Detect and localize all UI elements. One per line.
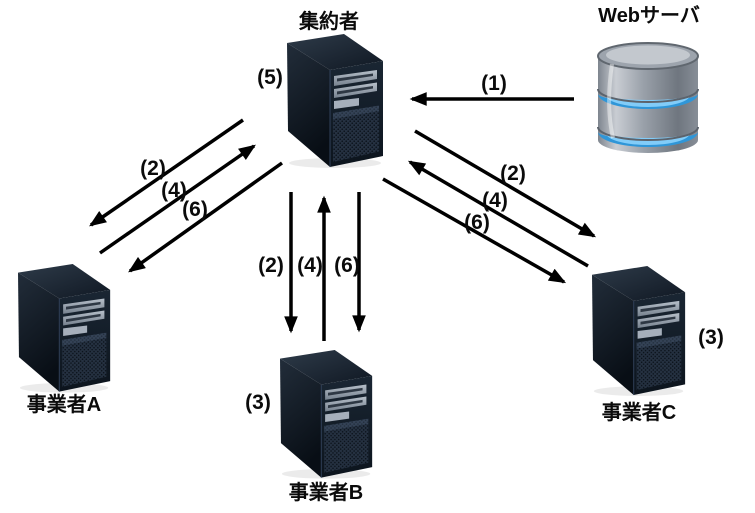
arrow-6-aggregator-to-provider-c (382, 177, 567, 284)
arrow-4-provider-c-to-aggregator (407, 160, 589, 268)
label-step-3-provider-b: (3) (245, 391, 271, 414)
label-step-6-center: (6) (334, 254, 360, 277)
provider-c-label: 事業者C (602, 400, 676, 424)
label-step-1: (1) (481, 72, 507, 95)
label-step-6-left: (6) (182, 198, 208, 221)
provider-a-server-icon (17, 263, 111, 394)
arrow-layer (89, 92, 597, 341)
label-step-4-right: (4) (482, 189, 508, 212)
arrow-6-aggregator-to-provider-a (128, 161, 284, 273)
arrow-2-aggregator-to-provider-c (414, 129, 597, 238)
aggregator-label: 集約者 (298, 9, 359, 33)
web-server-database-icon (596, 41, 700, 155)
label-step-2-right: (2) (500, 162, 526, 185)
provider-b-server-icon (279, 349, 373, 480)
label-step-4-center: (4) (297, 254, 323, 277)
label-step-5: (5) (257, 66, 283, 89)
provider-a-label: 事業者A (27, 392, 101, 416)
provider-c-server-icon (591, 265, 686, 397)
label-step-3-provider-c: (3) (698, 326, 724, 349)
label-step-6-right: (6) (464, 211, 490, 234)
arrow-2-aggregator-to-provider-a (89, 118, 244, 227)
label-step-2-left: (2) (140, 157, 166, 180)
label-step-4-left: (4) (161, 179, 187, 202)
aggregator-server-icon (286, 33, 384, 169)
arrow-4-provider-a-to-aggregator (99, 144, 256, 255)
label-step-2-center: (2) (258, 254, 284, 277)
provider-b-label: 事業者B (289, 480, 363, 504)
web-server-label: Webサーバ (598, 4, 700, 27)
